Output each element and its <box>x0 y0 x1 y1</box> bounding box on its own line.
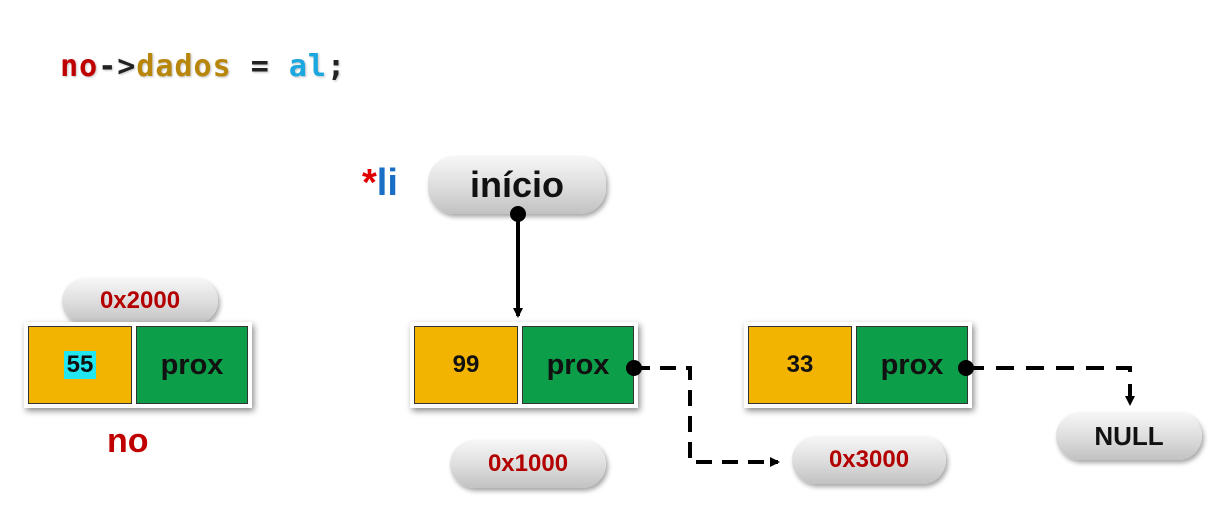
list-name: li <box>376 162 398 204</box>
list-node-1-data-value: 99 <box>452 351 480 378</box>
new-node-data-value: 55 <box>63 351 97 379</box>
new-node-prox-label: prox <box>160 348 224 381</box>
list-node-1-address-label: 0x1000 <box>487 450 569 477</box>
list-node-2-prox-label: prox <box>880 348 944 381</box>
pointer-star: * <box>362 162 377 204</box>
new-node-address-label: 0x2000 <box>99 287 181 314</box>
list-node-2-address: 0x3000 <box>792 436 946 484</box>
code-var-no: no <box>60 49 99 84</box>
code-field-dados: dados <box>136 49 232 84</box>
inicio-pointer-arrow <box>510 206 526 318</box>
list-node-2: 33 prox <box>744 322 972 408</box>
inicio-label: início <box>469 164 564 205</box>
list-node-1: 99 prox <box>410 322 638 408</box>
new-node-prox-cell: prox <box>136 326 248 404</box>
new-node-data-cell: 55 <box>28 326 132 404</box>
new-node-address: 0x2000 <box>62 278 218 324</box>
new-node-label: no <box>107 422 149 460</box>
list-node-2-address-label: 0x3000 <box>828 446 910 473</box>
new-node: 55 prox <box>24 322 252 408</box>
inicio-pill: início <box>428 156 606 214</box>
list-node-2-data-cell: 33 <box>748 326 852 404</box>
node2-next-arrow <box>958 360 1135 406</box>
list-node-1-address: 0x1000 <box>450 440 606 488</box>
code-semicolon: ; <box>327 49 347 84</box>
code-value-al: al <box>288 49 327 84</box>
code-equals: = <box>231 49 289 84</box>
list-pointer-label: *li <box>362 162 398 205</box>
node1-next-arrow <box>626 360 780 467</box>
null-pill: NULL <box>1056 412 1202 460</box>
list-node-1-prox-label: prox <box>546 348 610 381</box>
list-node-2-data-value: 33 <box>786 351 814 378</box>
code-statement: no->dados = al; <box>22 14 346 84</box>
list-node-1-data-cell: 99 <box>414 326 518 404</box>
code-arrow: -> <box>98 49 137 84</box>
list-node-2-prox-cell: prox <box>856 326 968 404</box>
null-label: NULL <box>1094 420 1164 451</box>
